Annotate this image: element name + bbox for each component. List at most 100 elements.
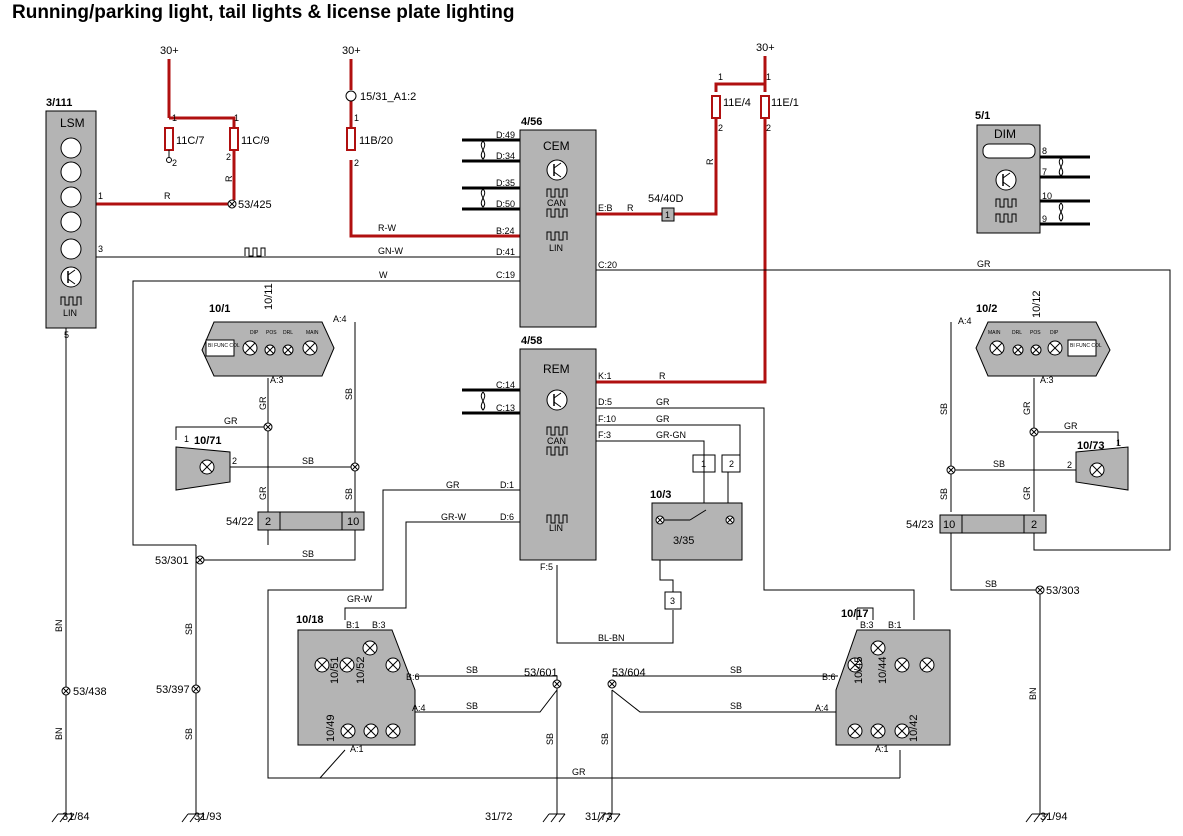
svg-text:1: 1 [354,113,359,123]
svg-text:A:3: A:3 [1040,375,1054,385]
svg-text:R: R [164,191,171,201]
lsm-beam-icon [60,186,82,208]
svg-text:31/84: 31/84 [62,811,90,823]
bulb-icon [339,657,355,673]
svg-text:CAN: CAN [547,436,566,446]
svg-text:LIN: LIN [549,243,563,253]
svg-text:4/56: 4/56 [521,116,542,128]
svg-text:31/72: 31/72 [485,811,513,823]
lsm-module: 3/111 LSM LIN 1 3 5 [45,97,103,340]
svg-text:10: 10 [943,519,955,531]
svg-text:30+: 30+ [756,42,775,54]
lsm-lin: LIN [63,308,77,318]
svg-text:2: 2 [766,123,771,133]
svg-text:CEM: CEM [543,139,570,153]
svg-text:A:4: A:4 [333,314,347,324]
svg-text:DIM: DIM [994,127,1016,141]
svg-text:10/71: 10/71 [194,435,222,447]
bulb-icon [1030,344,1042,356]
bulb-icon [919,657,935,673]
svg-text:BL-BN: BL-BN [598,633,625,643]
svg-text:MAIN: MAIN [988,330,1001,336]
svg-text:GR: GR [656,397,670,407]
svg-text:R: R [224,175,234,182]
bulb-icon [1047,340,1063,356]
bulb-icon [362,640,378,656]
svg-text:31/93: 31/93 [194,811,222,823]
svg-text:5: 5 [64,330,69,340]
svg-text:1: 1 [665,210,670,220]
svg-text:BN: BN [54,619,64,632]
svg-text:DRL: DRL [1012,330,1022,336]
svg-text:R-W: R-W [378,223,396,233]
svg-text:POS: POS [1030,330,1041,336]
svg-text:10/1: 10/1 [209,303,230,315]
svg-text:D:49: D:49 [496,130,515,140]
svg-text:GR-GN: GR-GN [656,430,686,440]
svg-text:2: 2 [729,459,734,469]
bulb-icon [385,723,401,739]
svg-text:2: 2 [226,152,231,162]
svg-text:R: R [659,371,666,381]
signal-wires [65,138,1171,800]
svg-text:3/35: 3/35 [673,535,694,547]
svg-text:A:4: A:4 [958,316,972,326]
svg-text:MAIN: MAIN [306,330,319,336]
svg-text:3: 3 [98,244,103,254]
lsm-ref: 3/111 [46,97,72,109]
svg-text:10/51: 10/51 [329,656,341,684]
svg-text:10/49: 10/49 [325,714,337,742]
svg-text:2: 2 [1067,460,1072,470]
svg-text:B:3: B:3 [860,620,874,630]
svg-text:11C/9: 11C/9 [241,135,270,147]
svg-text:30+: 30+ [160,45,179,57]
svg-text:GR: GR [977,259,991,269]
svg-text:GR-W: GR-W [441,512,466,522]
lsm-light-icon [60,137,82,159]
headlamp-left: 10/1 10/11 BI FUNC COL DIP POS DRL MAIN … [201,283,347,385]
svg-text:D:1: D:1 [500,480,514,490]
svg-text:1: 1 [718,72,723,82]
twisted-pair-icon [480,391,486,411]
svg-text:GR: GR [1064,421,1078,431]
connector-54-23: 54/23 10 2 [906,514,1047,534]
svg-text:10/42: 10/42 [908,714,920,742]
svg-text:F:5: F:5 [540,562,553,572]
license-switch: 1 2 10/3 3/35 3 [650,454,743,610]
svg-text:1: 1 [766,72,771,82]
svg-text:D:5: D:5 [598,397,612,407]
svg-text:30+: 30+ [342,45,361,57]
svg-text:A:4: A:4 [815,703,829,713]
svg-text:31/73: 31/73 [585,811,613,823]
bulb-icon [314,657,330,673]
svg-text:10/44: 10/44 [877,656,889,684]
svg-text:DIP: DIP [1050,330,1059,336]
svg-text:10/18: 10/18 [296,614,324,626]
svg-text:4/58: 4/58 [521,335,542,347]
svg-text:B:24: B:24 [496,226,515,236]
svg-text:2: 2 [718,123,723,133]
svg-text:53/301: 53/301 [155,555,189,567]
svg-text:REM: REM [543,362,570,376]
svg-text:F:3: F:3 [598,430,611,440]
svg-text:LIN: LIN [549,523,563,533]
svg-text:GN-W: GN-W [378,246,403,256]
lsm-fog-icon [60,161,82,183]
bulb-icon [989,340,1005,356]
svg-text:GR: GR [1022,486,1032,500]
svg-text:R: R [627,203,634,213]
twisted-pair-icon [480,188,486,208]
transistor-icon [995,169,1017,191]
svg-text:D:50: D:50 [496,199,515,209]
bulb-icon [1012,344,1024,356]
bulb-icon [302,340,318,356]
svg-text:C:20: C:20 [598,260,617,270]
svg-text:10/17: 10/17 [841,608,869,620]
svg-text:C:19: C:19 [496,270,515,280]
bulb-icon [282,344,294,356]
lsm-off-icon [60,238,82,260]
bulb-icon [894,657,910,673]
svg-text:10/2: 10/2 [976,303,997,315]
svg-text:BN: BN [1028,687,1038,700]
bulb-icon [894,723,910,739]
